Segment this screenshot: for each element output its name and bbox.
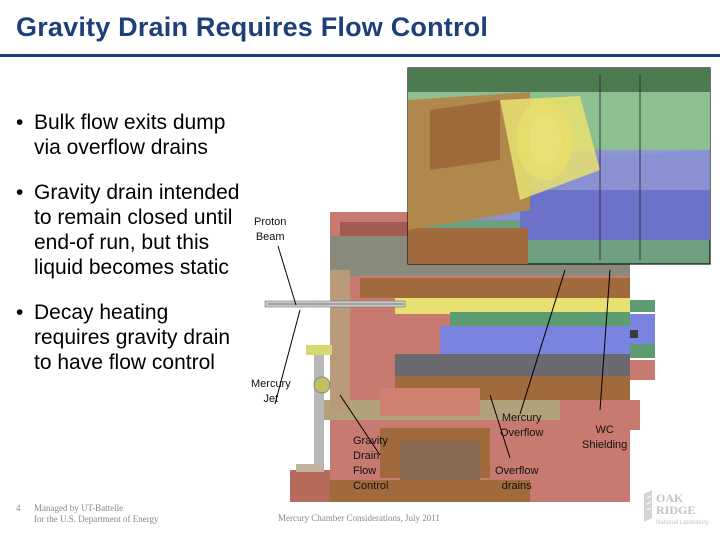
page-number: 4: [16, 503, 21, 513]
footer-line: Managed by UT-Battelle: [34, 503, 124, 513]
bullet-list: • Bulk flow exits dump via overflow drain…: [14, 110, 244, 395]
bullet-text: Gravity drain intended to remain closed …: [34, 181, 240, 279]
label-line: Flow: [353, 465, 377, 477]
label-line: Control: [353, 480, 389, 492]
title-underline: [0, 54, 720, 57]
label-line: Mercury: [251, 378, 291, 390]
label-line: Gravity: [353, 435, 388, 447]
label-line: Jet: [263, 393, 279, 405]
footer-managed-by: Managed by UT-Battelle for the U.S. Depa…: [34, 503, 159, 525]
bullet-dot-icon: •: [16, 301, 24, 324]
label-line: Overflow: [495, 465, 539, 477]
bullet-item: • Decay heating requires gravity drain to…: [14, 300, 244, 375]
bullet-item: • Bulk flow exits dump via overflow drain…: [14, 110, 244, 160]
oak-ridge-logo-icon: OAK RIDGE National Laboratory: [644, 490, 708, 526]
label-gravity-drain-flow-control: Gravity Drain Flow Control: [353, 434, 388, 494]
label-line: Drain: [353, 450, 380, 462]
bullet-text: Bulk flow exits dump via overflow drains: [34, 111, 226, 159]
zoomed-inset: [407, 67, 711, 265]
bullet-dot-icon: •: [16, 181, 24, 204]
proton-beam-pipe: [264, 300, 406, 308]
label-mercury-overflow: Mercury Overflow: [500, 411, 543, 441]
slide-title: Gravity Drain Requires Flow Control: [16, 12, 489, 42]
gravity-drain-pipe: [290, 345, 332, 502]
footer-presentation-title: Mercury Chamber Considerations, July 201…: [278, 513, 440, 523]
label-line: Beam: [255, 231, 285, 243]
label-line: Mercury: [501, 412, 542, 424]
label-line: Proton: [254, 216, 287, 228]
logo-text: RIDGE: [656, 503, 695, 517]
label-wc-shielding: WC Shielding: [582, 423, 627, 453]
label-line: WC: [595, 424, 614, 436]
wc-shielding-stripes: [630, 300, 655, 380]
bullet-dot-icon: •: [16, 111, 24, 134]
label-line: drains: [501, 480, 532, 492]
logo-text: OAK: [656, 491, 684, 505]
footer-line: for the U.S. Department of Energy: [34, 514, 159, 524]
label-proton-beam: Proton Beam: [254, 215, 286, 245]
leader-lines: [274, 245, 611, 459]
logo-text: National Laboratory: [656, 520, 708, 526]
bullet-text: Decay heating requires gravity drain to …: [34, 301, 231, 374]
label-line: Shielding: [582, 439, 628, 451]
label-overflow-drains: Overflow drains: [495, 464, 538, 494]
label-mercury-jet: Mercury Jet: [251, 377, 291, 407]
bullet-item: • Gravity drain intended to remain closed…: [14, 180, 244, 280]
label-line: Overflow: [500, 427, 544, 439]
